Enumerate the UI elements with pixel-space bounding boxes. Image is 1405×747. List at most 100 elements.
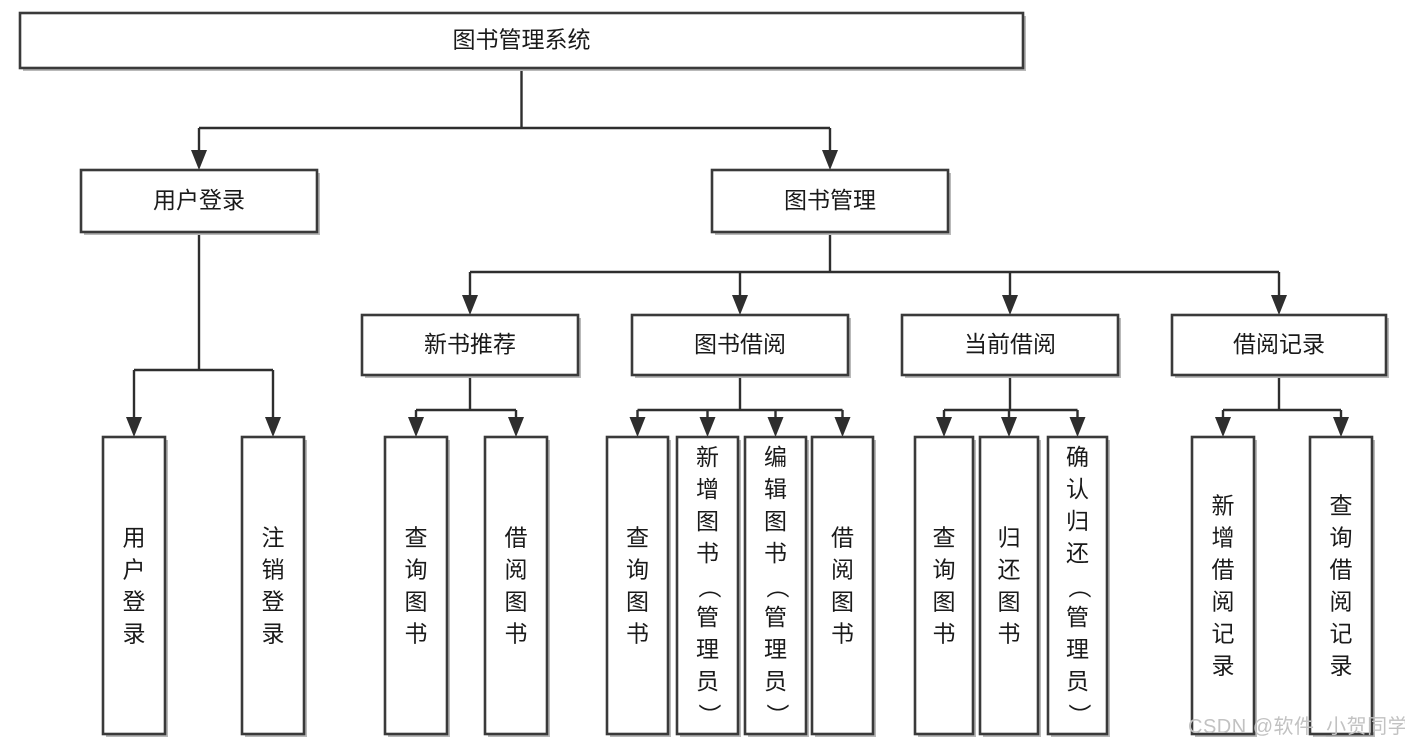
node-label-char: 理: [1066, 636, 1089, 662]
node-label-char: 询: [933, 557, 956, 583]
node-current-borrow[interactable]: 当前借阅: [900, 313, 1121, 378]
node-label-char: ）: [764, 704, 790, 727]
node-label-char: 借: [1330, 557, 1353, 583]
node-label-char: 记: [1330, 621, 1353, 647]
arrow-head-icon: [1069, 417, 1086, 437]
node-label-char: 记: [1212, 621, 1235, 647]
node-label-char: 管: [764, 604, 787, 630]
node-book-borrow[interactable]: 图书借阅: [630, 313, 851, 378]
arrow-head-icon: [408, 417, 424, 437]
node-label-char: 登: [262, 589, 285, 615]
node-label-char: 确: [1066, 444, 1089, 470]
node-label-char: 查: [933, 525, 956, 551]
node-label-char: 还: [998, 557, 1021, 583]
node-label-char: 录: [1330, 653, 1353, 679]
node-label-char: 户: [123, 557, 146, 583]
node-borrow-record[interactable]: 借阅记录: [1170, 313, 1389, 378]
connectors-layer: [126, 68, 1349, 437]
node-label-char: 认: [1066, 476, 1089, 502]
node-label-char: 录: [123, 621, 146, 647]
node-label-char: 书: [405, 621, 428, 647]
arrow-head-icon: [191, 150, 207, 170]
node-label: 图书管理系统: [453, 27, 591, 53]
arrow-head-icon: [936, 417, 952, 437]
arrow-head-icon: [834, 417, 851, 437]
node-label-char: （: [1066, 576, 1092, 599]
arrow-head-icon: [1002, 295, 1018, 315]
node-label-char: 录: [1212, 653, 1235, 679]
arrow-head-icon: [1001, 417, 1017, 437]
node-label-char: 还: [1066, 540, 1089, 566]
node-label-char: 阅: [1330, 589, 1353, 615]
node-label-char: 书: [831, 621, 854, 647]
arrow-head-icon: [265, 417, 281, 437]
node-label-char: 员: [696, 668, 719, 694]
node-label-char: 图: [505, 589, 528, 615]
node-label: 图书管理: [784, 187, 876, 213]
node-label-char: 增: [1212, 525, 1235, 551]
node-label-char: 借: [1212, 557, 1235, 583]
node-label-char: 录: [262, 621, 285, 647]
node-label-char: 新: [1212, 493, 1235, 519]
arrow-head-icon: [508, 417, 524, 437]
node-label-char: 登: [123, 589, 146, 615]
node-label-char: 员: [764, 668, 787, 694]
node-label-char: 借: [831, 525, 854, 551]
node-label-char: 询: [626, 557, 649, 583]
node-label-char: 图: [764, 508, 787, 534]
node-new-book-rec[interactable]: 新书推荐: [360, 313, 581, 378]
node-root[interactable]: 图书管理系统: [18, 11, 1026, 71]
arrow-head-icon: [1215, 417, 1231, 437]
node-label-char: 阅: [831, 557, 854, 583]
node-label-char: 员: [1066, 668, 1089, 694]
node-label-char: 注: [262, 525, 285, 551]
arrow-head-icon: [732, 295, 748, 315]
node-label-char: 图: [933, 589, 956, 615]
node-label-char: 理: [764, 636, 787, 662]
node-label-char: 归: [998, 525, 1021, 551]
node-label-char: 借: [505, 525, 528, 551]
node-label-char: 图: [998, 589, 1021, 615]
node-label-char: 图: [626, 589, 649, 615]
node-label-char: 用: [123, 525, 146, 551]
node-label-char: 查: [405, 525, 428, 551]
node-label-char: 增: [696, 476, 719, 502]
node-label-char: 阅: [1212, 589, 1235, 615]
node-label-char: 书: [933, 621, 956, 647]
node-label-char: 询: [405, 557, 428, 583]
node-label-char: 编: [764, 444, 787, 470]
arrow-head-icon: [1271, 295, 1287, 315]
node-label-char: 查: [626, 525, 649, 551]
arrow-head-icon: [462, 295, 478, 315]
node-book-manage[interactable]: 图书管理: [710, 168, 951, 235]
node-label-char: 新: [696, 444, 719, 470]
arrow-head-icon: [1333, 417, 1349, 437]
node-leaf-user-login[interactable]: 用户登录: [101, 435, 168, 737]
node-label-char: 书: [998, 621, 1021, 647]
node-label-char: 查: [1330, 493, 1353, 519]
node-label-char: 书: [764, 540, 787, 566]
node-label-char: 图: [831, 589, 854, 615]
node-user-login[interactable]: 用户登录: [79, 168, 320, 235]
node-label-char: 询: [1330, 525, 1353, 551]
node-label-char: 归: [1066, 508, 1089, 534]
arrow-head-icon: [126, 417, 142, 437]
node-label-char: ）: [696, 704, 722, 727]
node-label-char: ）: [1066, 704, 1092, 727]
node-label-char: 管: [696, 604, 719, 630]
node-label-char: 管: [1066, 604, 1089, 630]
